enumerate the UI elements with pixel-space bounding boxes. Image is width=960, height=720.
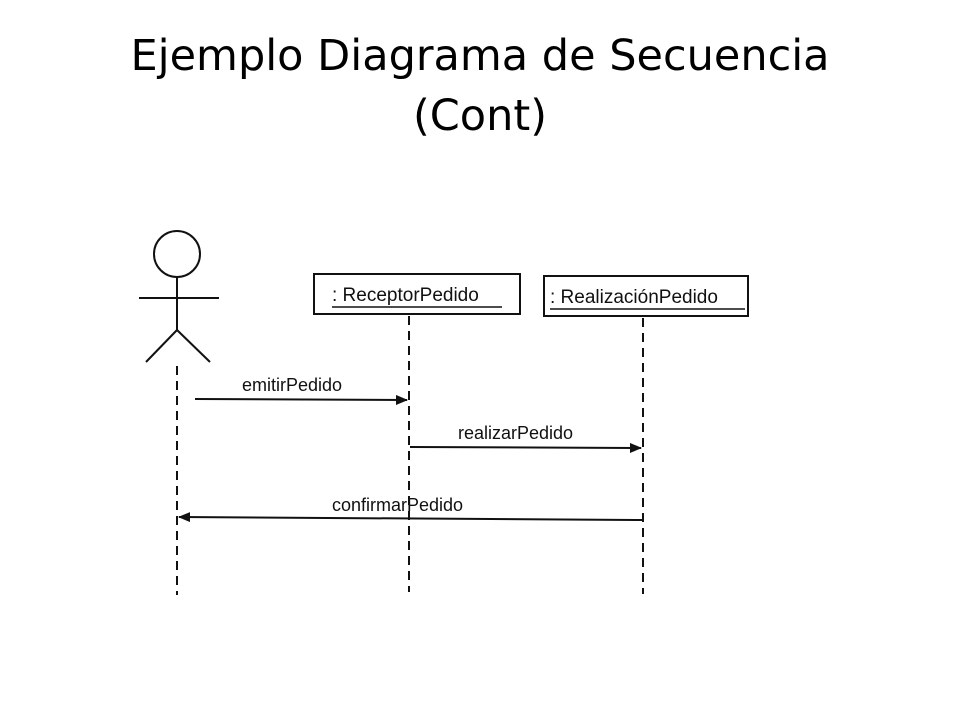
message-confirmar-pedido: confirmarPedido [178,495,643,523]
object-label: : ReceptorPedido [332,285,479,306]
slide-title: Ejemplo Diagrama de Secuencia (Cont) [0,26,960,146]
message-arrow [178,512,643,523]
message-label: confirmarPedido [332,495,463,515]
actor-right-leg [176,329,211,363]
message-realizar-pedido: realizarPedido [409,423,642,453]
object-receptor-pedido: : ReceptorPedido [313,273,521,315]
message-label: emitirPedido [242,375,342,395]
slide-title-line-1: Ejemplo Diagrama de Secuencia [130,31,830,81]
object-label: : RealizaciónPedido [550,287,718,308]
message-emitir-pedido: emitirPedido [194,375,408,405]
object-realizacion-pedido: : RealizaciónPedido [543,275,749,317]
slide-title-line-2: (Cont) [413,91,547,141]
actor-left-leg [145,329,178,363]
actor-figure [139,230,219,363]
message-arrow [194,394,408,405]
message-arrow [409,442,642,453]
message-label: realizarPedido [458,423,573,443]
actor-head [153,230,201,278]
